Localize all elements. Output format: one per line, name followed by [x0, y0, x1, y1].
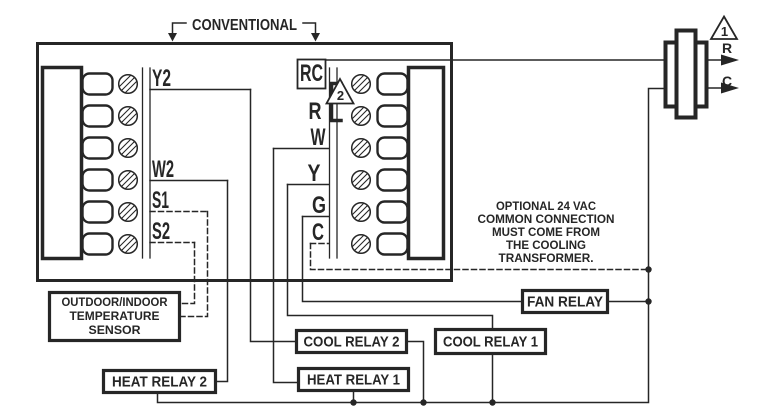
junction-dot	[489, 399, 496, 406]
header-label: CONVENTIONAL	[192, 17, 297, 34]
thermostat-outline	[36, 42, 453, 282]
wire-clamp	[376, 104, 409, 128]
terminal-label-rc: RC	[300, 60, 323, 87]
sensor-label-line3: SENSOR	[89, 323, 141, 337]
transformer-r-label: R	[722, 40, 732, 56]
wires-dashed	[178, 210, 650, 318]
wire-clamp	[81, 168, 114, 192]
component-boxes: OUTDOOR/INDOOR TEMPERATURE SENSOR FAN RE…	[47, 288, 610, 395]
terminal-label-y: Y	[308, 160, 321, 187]
right-arrow-icon	[721, 54, 739, 66]
heat-relay-2-label: HEAT RELAY 2	[112, 374, 207, 391]
left-block-connector	[40, 65, 84, 261]
wire-clamp	[81, 232, 114, 256]
sensor-label-line1: OUTDOOR/INDOOR	[62, 295, 168, 309]
sensor-label-line2: TEMPERATURE	[70, 309, 160, 323]
transformer-c-label: C	[722, 73, 732, 89]
terminal-label-g: G	[312, 192, 326, 219]
wire-clamp	[376, 72, 409, 96]
terminal-label-y2: Y2	[152, 65, 171, 92]
junction-dot	[420, 399, 427, 406]
heat-relay-2-box	[101, 368, 218, 395]
down-arrow-icon	[311, 33, 320, 42]
wire-s2-to-sensor	[178, 241, 196, 305]
cool-relay-2-box	[294, 328, 409, 355]
right-block-screws	[350, 73, 372, 255]
wire-clamp	[81, 104, 114, 128]
header: CONVENTIONAL	[168, 17, 320, 42]
terminal-label-s2: S2	[152, 218, 170, 245]
down-arrow-icon	[168, 33, 177, 42]
right-block-clamps	[376, 72, 409, 256]
sensor-box	[47, 290, 182, 343]
right-terminal-labels: RC R 2 W Y G C	[272, 58, 356, 246]
note-line1: OPTIONAL 24 VAC	[496, 199, 596, 213]
wire-clamp	[376, 168, 409, 192]
right-block-connector	[406, 65, 446, 261]
left-block-screws	[117, 73, 139, 255]
wire-g-to-fan-relay	[301, 215, 523, 303]
optional-common-note: OPTIONAL 24 VAC COMMON CONNECTION MUST C…	[478, 199, 615, 265]
wire-common-bus	[156, 87, 667, 404]
wire-clamp	[376, 200, 409, 224]
heat-relay-1-box	[296, 366, 411, 393]
warning-triangle-2-number: 2	[337, 88, 344, 103]
wire-clamp	[81, 72, 114, 96]
wire-c-optional-common	[309, 242, 650, 271]
wire-y-to-cool-relay-1	[286, 183, 494, 331]
terminal-label-w2: W2	[152, 156, 174, 183]
fan-relay-label: FAN RELAY	[527, 294, 603, 311]
junction-dot	[645, 298, 652, 305]
left-terminal-block	[40, 65, 151, 261]
junction-dot	[645, 266, 652, 273]
cool-relay-1-label: COOL RELAY 1	[443, 334, 538, 351]
wire-clamp	[81, 136, 114, 160]
wire-clamp	[81, 200, 114, 224]
cool-relay-1-box	[433, 327, 548, 356]
wire-w-to-heat-relay-1	[272, 147, 299, 384]
left-terminal-labels: Y2 W2 S1 S2	[149, 65, 252, 245]
wire-w2-to-heat-relay-2	[214, 179, 229, 383]
cool-relay-2-label: COOL RELAY 2	[304, 334, 400, 351]
wire-s1-to-sensor	[178, 210, 209, 318]
warning-triangle-2-icon	[324, 77, 356, 105]
header-bracket-left	[171, 22, 187, 35]
transformer-body-inner	[674, 28, 698, 120]
terminal-label-r: R	[309, 98, 322, 125]
header-bracket-right	[302, 22, 317, 35]
right-terminal-block	[328, 65, 446, 261]
left-block-clamps	[81, 72, 114, 256]
warning-triangle-1-icon	[709, 14, 739, 40]
wire-clamp	[376, 136, 409, 160]
right-arrow-icon	[721, 82, 739, 94]
junction-dot	[350, 399, 357, 406]
warning-triangle-1-number: 1	[721, 24, 728, 39]
transformer: 1 R C	[663, 14, 739, 120]
junction-dots	[350, 266, 652, 406]
wire-cool-relay-2-to-bus	[405, 340, 425, 404]
rc-label-box	[296, 58, 327, 90]
heat-relay-1-label: HEAT RELAY 1	[307, 372, 400, 389]
note-line4: THE COOLING	[506, 238, 586, 252]
note-line3: MUST COME FROM	[492, 225, 600, 239]
terminal-label-c: C	[312, 219, 324, 246]
terminal-label-w: W	[311, 124, 326, 151]
note-line5: TRANSFORMER.	[499, 251, 594, 265]
note-line2: COMMON CONNECTION	[478, 212, 615, 226]
terminal-label-s1: S1	[152, 187, 169, 214]
fan-relay-box	[520, 288, 610, 315]
wire-clamp	[376, 232, 409, 256]
wire-y2-to-cool-relay-2	[249, 88, 297, 343]
